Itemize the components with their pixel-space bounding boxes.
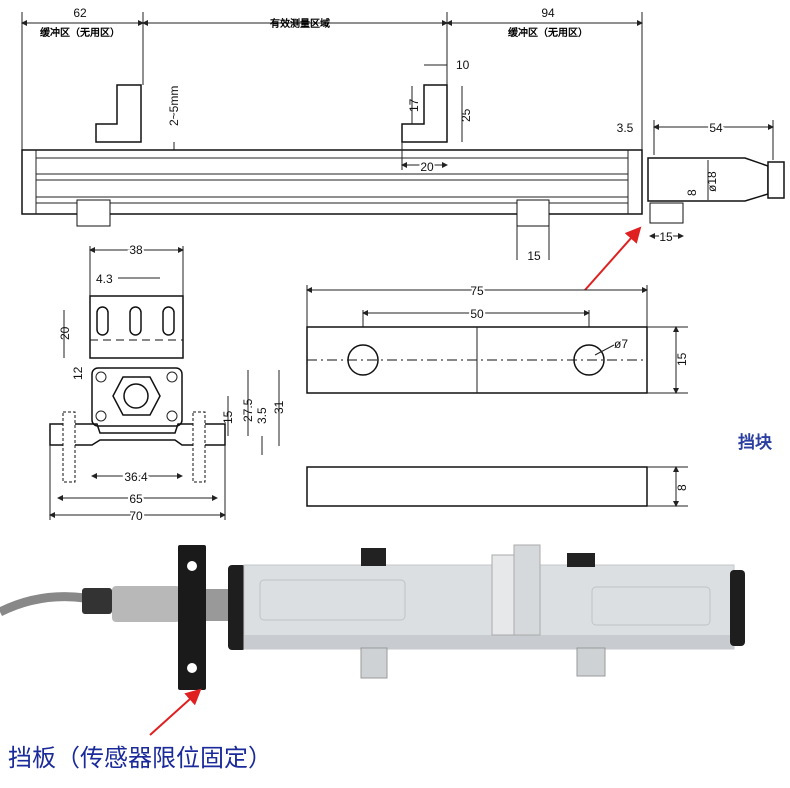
dim-15-block-h: 15 (675, 352, 689, 366)
clamp-body (91, 367, 183, 427)
dim-94: 94 (541, 6, 555, 20)
bracket-view: 38 4.3 20 12 15 27.5 3.5 31 36.4 65 70 (49, 241, 286, 525)
dim-20-bracket: 20 (58, 326, 72, 340)
dim-50: 50 (470, 307, 484, 321)
slider-block-photo (513, 544, 541, 636)
stop-block-side-view (306, 466, 648, 507)
dim-8-block: 8 (675, 484, 689, 491)
dim-70: 70 (129, 509, 143, 523)
screw (192, 411, 206, 483)
buffer-right-label: 缓冲区（无用区） (507, 26, 588, 39)
connector-nut (767, 161, 785, 199)
dim-17: 17 (407, 98, 421, 112)
magnet-bracket-right (401, 84, 448, 143)
pointer-arrow (584, 226, 642, 291)
photo-caption: 挡板（传感器限位固定） (8, 744, 272, 772)
sensor-top-view: 62 94 有效测量区域 缓冲区（无用区） 缓冲区（无用区） 10 17 25 … (21, 6, 785, 291)
mounting-foot (516, 199, 550, 227)
dim-75: 75 (470, 284, 484, 298)
product-photo (0, 544, 745, 736)
buffer-left-label: 缓冲区（无用区） (39, 26, 120, 39)
stop-block-label: 挡块 (738, 433, 772, 453)
dim-62: 62 (73, 6, 87, 20)
dim-36-4: 36.4 (124, 470, 148, 484)
dim-4-3: 4.3 (96, 272, 113, 286)
connector-photo (112, 586, 180, 622)
dim-15-block: 15 (659, 230, 673, 244)
effective-range-label: 有效测量区域 (270, 17, 330, 30)
dim-3-5: 3.5 (617, 121, 634, 135)
mounting-hole (573, 344, 605, 376)
mounting-hole (347, 344, 379, 376)
dim-20: 20 (420, 160, 434, 174)
dim-31: 31 (272, 400, 286, 414)
dim-8: 8 (685, 189, 699, 196)
pointer-arrow (149, 688, 202, 736)
dim-65: 65 (129, 492, 143, 506)
dim-gap: 2~5mm (167, 86, 181, 126)
magnet-bracket-left (95, 84, 142, 143)
dim-12: 12 (71, 366, 85, 380)
dim-d7: ø7 (614, 337, 628, 351)
limit-plate (178, 545, 206, 690)
dim-15-clamp: 15 (221, 410, 235, 424)
hex-nut (112, 376, 161, 416)
dim-27-5: 27.5 (241, 398, 255, 422)
dim-10: 10 (456, 58, 470, 72)
mounting-foot (76, 199, 111, 227)
stop-block-side (649, 202, 684, 224)
dim-d18: ø18 (705, 171, 719, 192)
dim-38: 38 (129, 243, 143, 257)
stop-block-drawing: 75 50 ø7 15 8 (306, 282, 689, 507)
bracket-plate (89, 295, 184, 359)
dim-15-foot: 15 (527, 249, 541, 263)
dim-54: 54 (709, 121, 723, 135)
dim-3-5-clamp: 3.5 (255, 407, 269, 424)
screw (62, 411, 76, 483)
cable (0, 592, 86, 617)
dim-25: 25 (459, 108, 473, 122)
